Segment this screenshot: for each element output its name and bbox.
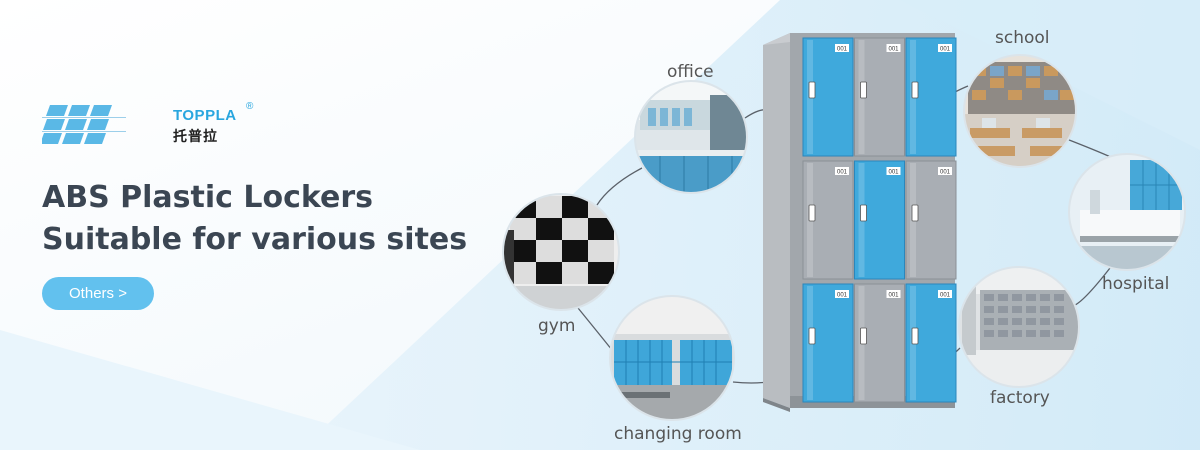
door-handle-icon — [911, 81, 919, 99]
door-number: 001 — [888, 293, 899, 299]
door-handle-icon — [860, 81, 867, 99]
label-office: office — [667, 62, 714, 82]
toppla-logo-mark-icon — [42, 105, 126, 144]
door-number: 001 — [940, 47, 951, 53]
headline: ABS Plastic Lockers Suitable for various… — [42, 177, 467, 261]
door-handle-icon — [860, 204, 867, 222]
registered-mark: ® — [246, 101, 254, 112]
door-handle-icon — [808, 204, 816, 222]
door-number-plate — [938, 290, 952, 298]
factory-photo — [959, 267, 1079, 387]
brand-name-en: TOPPLA — [173, 107, 237, 124]
door-handle-icon — [808, 327, 816, 345]
label-changing-room: changing room — [614, 424, 742, 444]
door-handle-icon — [911, 327, 919, 345]
door-number: 001 — [888, 47, 899, 53]
headline-line-1: ABS Plastic Lockers — [42, 180, 374, 215]
door-number-plate — [835, 167, 849, 175]
label-factory: factory — [990, 388, 1050, 408]
door-number: 001 — [837, 293, 848, 299]
label-hospital: hospital — [1102, 274, 1170, 294]
door-number: 001 — [940, 170, 951, 176]
door-number-plate — [886, 290, 901, 298]
door-number-plate — [886, 44, 901, 52]
headline-line-2: Suitable for various sites — [42, 222, 468, 257]
door-handle-icon — [808, 81, 816, 99]
brand-name-cn: 托普拉 — [173, 129, 218, 145]
door-handle-icon — [860, 327, 867, 345]
door-number: 001 — [888, 170, 899, 176]
door-number-plate — [835, 290, 849, 298]
door-number-plate — [835, 44, 849, 52]
door-number: 001 — [837, 170, 848, 176]
door-number-plate — [938, 167, 952, 175]
label-school: school — [995, 28, 1050, 48]
label-gym: gym — [538, 316, 576, 336]
door-number: 001 — [940, 293, 951, 299]
door-handle-icon — [911, 204, 919, 222]
door-number-plate — [938, 44, 952, 52]
locker-door — [802, 37, 854, 157]
brand-logo[interactable]: TOPPLA ® 托普拉 — [42, 101, 253, 146]
door-number: 001 — [837, 47, 848, 53]
others-button[interactable]: Others > — [42, 277, 154, 310]
door-number-plate — [886, 167, 901, 175]
